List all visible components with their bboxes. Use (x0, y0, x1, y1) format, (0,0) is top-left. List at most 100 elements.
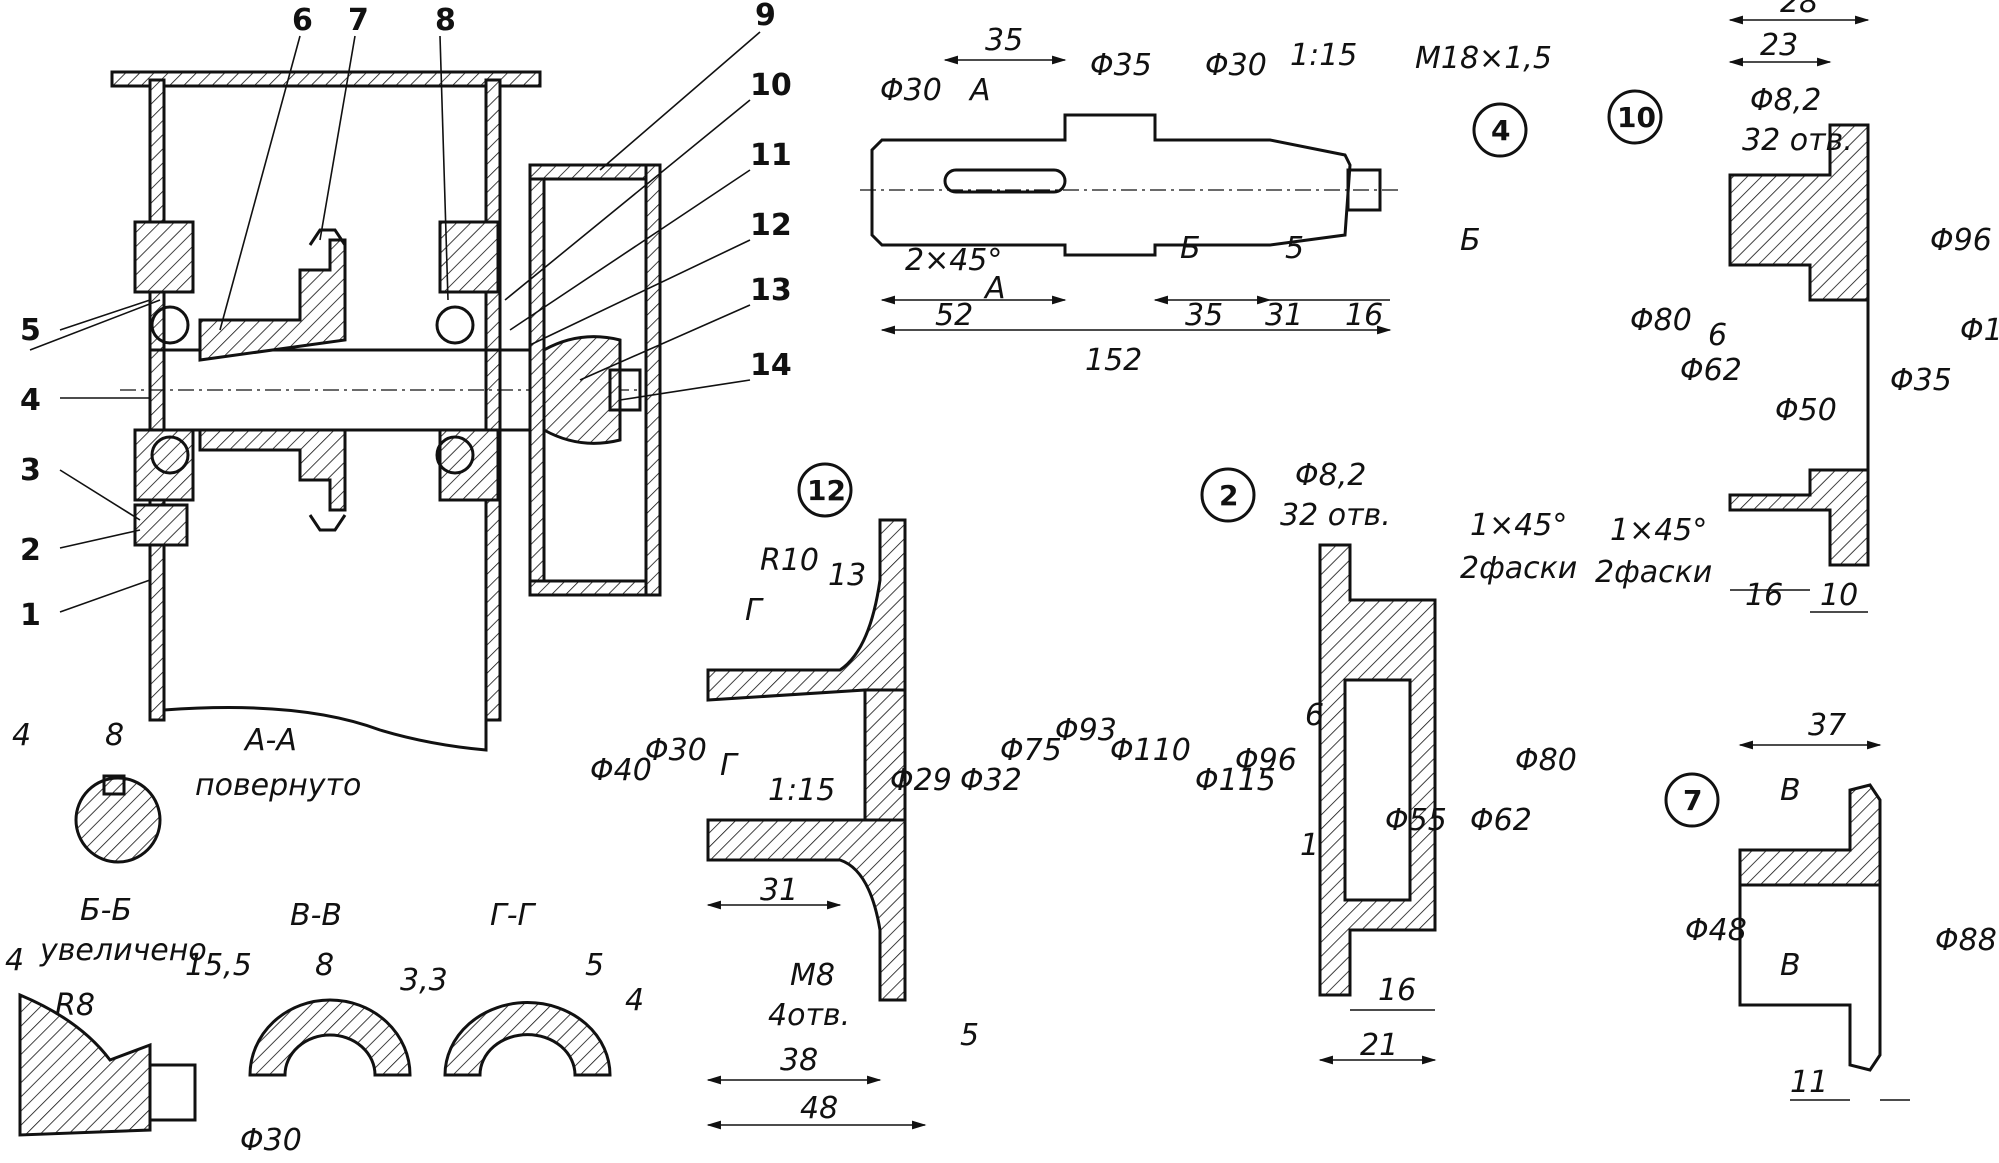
part-number-2: 2 (20, 533, 41, 568)
p4-chamfer: 2×45° (905, 243, 1002, 278)
p7-d48: Φ48 (1685, 913, 1747, 948)
sec-bb-title: Б-Б (80, 893, 132, 928)
p12-thread: M8 (790, 958, 835, 993)
part-number-14: 14 (750, 348, 792, 383)
p10-six: 6 (1708, 318, 1727, 353)
p2-d62: Φ62 (1470, 803, 1532, 838)
part-number-3: 3 (20, 453, 41, 488)
p10-faces: 2фаски (1595, 555, 1712, 590)
sec-aa-title: А-А (243, 723, 297, 758)
p10-d35: Φ35 (1890, 363, 1952, 398)
p2-d115: Φ115 (1195, 763, 1276, 798)
part-2-balloon: 2 (1219, 479, 1238, 512)
section-b-b: Б-Б увеличено R8 4 15,5 (5, 893, 252, 1137)
p10-d115: Φ115 (1960, 313, 1999, 348)
p10-w23: 23 (1760, 28, 1798, 63)
p12-sec-g-bottom: Г (720, 748, 739, 783)
p4-w5: 5 (1285, 231, 1304, 266)
sec-vv-d30: Φ30 (240, 1123, 302, 1158)
p10-holes: 32 отв. (1742, 123, 1853, 158)
p12-holes: 4отв. (768, 998, 850, 1033)
part-number-5: 5 (20, 313, 41, 348)
p12-d110: Φ110 (1110, 733, 1191, 768)
sec-vv-title: В-В (290, 898, 342, 933)
p7-w37: 37 (1808, 708, 1846, 743)
sec-vv-eight: 8 (315, 948, 334, 983)
part-12-balloon: 12 (807, 474, 846, 507)
p2-one: 1 (1300, 828, 1319, 863)
p4-taper: 1:15 (1290, 38, 1357, 73)
part-number-labels: 1 2 3 4 5 6 7 8 9 10 11 12 13 14 (20, 0, 792, 633)
p12-d30: Φ30 (645, 733, 707, 768)
p10-w10: 10 (1820, 578, 1858, 613)
p12-l48: 48 (800, 1091, 838, 1126)
p2-six: 6 (1305, 698, 1324, 733)
p7-sec-v-top: В (1780, 773, 1801, 808)
p12-w13: 13 (828, 558, 866, 593)
p4-d30a: Φ30 (880, 73, 942, 108)
p4-sec-a-top: А (968, 73, 991, 108)
part-7-sprocket: 7 37 В В Φ48 Φ88 11 (1664, 708, 1997, 1101)
p2-hole: Φ8,2 (1295, 458, 1366, 493)
p10-d50: Φ50 (1775, 393, 1837, 428)
section-v-v: В-В 8 3,3 Φ30 (240, 898, 448, 1158)
p4-sec-b-left: Б (1180, 231, 1201, 266)
p12-sec-g-top: Г (745, 593, 764, 628)
p4-sec-a-bottom: А (983, 271, 1006, 306)
p12-r10: R10 (760, 543, 819, 578)
p12-d40: Φ40 (590, 753, 652, 788)
sec-aa-eight: 8 (105, 718, 124, 753)
sec-bb-note: увеличено (39, 933, 207, 968)
p4-m35: 35 (1185, 298, 1223, 333)
p2-holes: 32 отв. (1280, 498, 1391, 533)
p2-w16: 16 (1378, 973, 1416, 1008)
p4-thread: M18×1,5 (1415, 41, 1552, 76)
part-4-shaft: 4 Φ30 Φ35 Φ30 1:15 M18×1,5 35 52 152 35 … (860, 23, 1552, 378)
p12-d93: Φ93 (1055, 713, 1117, 748)
p4-m31: 31 (1265, 298, 1303, 333)
part-number-7: 7 (348, 3, 369, 38)
p2-d55: Φ55 (1385, 803, 1447, 838)
sec-bb-four: 4 (5, 943, 24, 978)
sec-bb-r8: R8 (55, 988, 95, 1023)
p10-hole: Φ8,2 (1750, 83, 1821, 118)
sec-aa-note: повернуто (195, 768, 361, 803)
p4-d35: Φ35 (1090, 48, 1152, 83)
p7-sec-v-bottom: В (1780, 948, 1801, 983)
part-2-flange: 2 Φ8,2 32 отв. 1×45° 2фаски Φ115 Φ96 6 Φ… (1195, 458, 1577, 1065)
p7-w11: 11 (1790, 1065, 1828, 1100)
part-number-4: 4 (20, 383, 41, 418)
p7-d88: Φ88 (1935, 923, 1997, 958)
sec-bb-dim: 15,5 (185, 948, 252, 983)
part-number-13: 13 (750, 273, 792, 308)
part-10-balloon: 10 (1617, 101, 1656, 134)
p4-l35-top: 35 (985, 23, 1023, 58)
p10-w16: 16 (1745, 578, 1783, 613)
p12-d32: Φ32 (960, 763, 1022, 798)
p10-d80: Φ80 (1630, 303, 1692, 338)
sec-vv-dim: 3,3 (400, 963, 448, 998)
part-12-hub: 12 R10 13 Г Φ40 Φ30 Φ29 Φ32 Φ75 Φ93 Φ110… (590, 462, 1191, 1130)
p4-m16: 16 (1345, 298, 1383, 333)
part-number-10: 10 (750, 68, 792, 103)
p4-l152: 152 (1085, 343, 1142, 378)
part-4-balloon: 4 (1491, 114, 1510, 147)
p10-d62: Φ62 (1680, 353, 1742, 388)
p4-sec-b-right: Б (1460, 223, 1481, 258)
section-g-g: Г-Г 5 4 (443, 898, 644, 1077)
sec-aa-four: 4 (12, 718, 31, 753)
sec-gg-four: 4 (625, 983, 644, 1018)
part-number-6: 6 (292, 3, 313, 38)
p12-taper: 1:15 (768, 773, 835, 808)
p10-w28: 28 (1780, 0, 1818, 20)
p2-d80: Φ80 (1515, 743, 1577, 778)
p12-d29: Φ29 (890, 763, 952, 798)
p2-w21: 21 (1360, 1028, 1398, 1063)
part-number-8: 8 (435, 3, 456, 38)
part-7-balloon: 7 (1683, 784, 1702, 817)
part-number-9: 9 (755, 0, 776, 33)
p12-l38: 38 (780, 1043, 818, 1078)
part-10-flange: 10 28 23 Φ8,2 32 отв. Φ80 Φ62 Φ50 Φ35 Φ9… (1595, 0, 1999, 613)
p12-l31: 31 (760, 873, 798, 908)
